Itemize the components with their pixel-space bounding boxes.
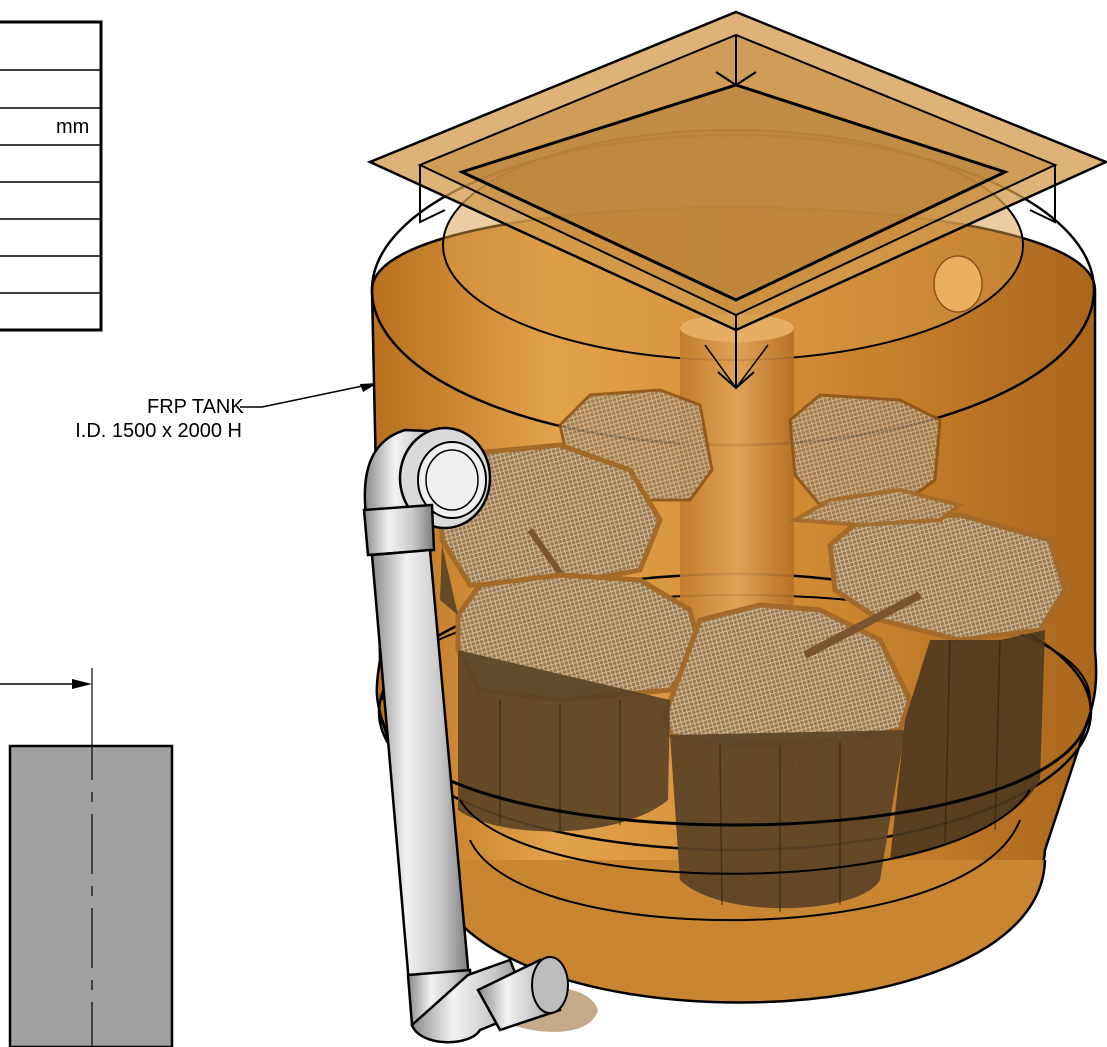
filter-cartridges [437, 388, 1068, 912]
square-lid [366, 10, 1107, 390]
inlet-pipe [362, 426, 569, 1044]
section-view [0, 668, 174, 1047]
unit-label: mm [56, 116, 90, 138]
callout-line-1: FRP TANK [147, 396, 244, 418]
title-block [0, 20, 103, 332]
callout-line-2: I.D. 1500 x 2000 H [75, 420, 242, 442]
callout-leader [240, 383, 378, 408]
dimension-arrow-icon [72, 679, 92, 689]
